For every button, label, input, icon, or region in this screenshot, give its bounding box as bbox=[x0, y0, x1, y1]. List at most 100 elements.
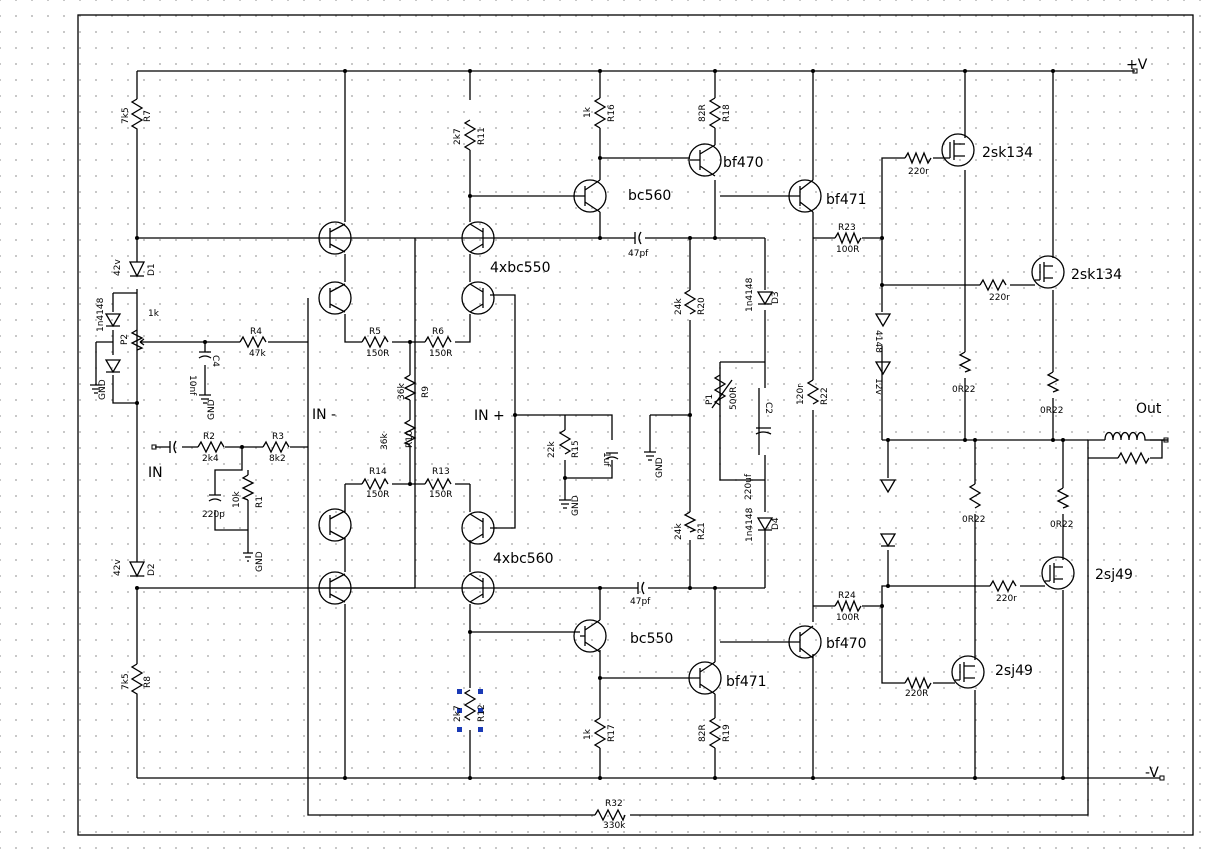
capacitors bbox=[169, 231, 772, 595]
gate-resistor-label: 220r bbox=[996, 594, 1017, 604]
vertical-resistor-labels: 7k5 R7 7k5 R8 2k7 R11 2k7 R12 1k R16 1k … bbox=[121, 104, 830, 742]
pos-rail-label: +V bbox=[1126, 57, 1148, 73]
svg-text:500R: 500R bbox=[729, 387, 739, 410]
svg-text:D3: D3 bbox=[771, 291, 781, 304]
svg-text:1n4148: 1n4148 bbox=[745, 277, 755, 312]
horizontal-resistor-labels: R4 47k R5 150R R6 150R R14 150R R13 150R… bbox=[202, 167, 1073, 831]
svg-text:P2: P2 bbox=[120, 334, 130, 345]
gnd-label: GND bbox=[571, 495, 581, 516]
svg-text:R11: R11 bbox=[477, 127, 487, 145]
sheet-border bbox=[77, 14, 1194, 836]
svg-text:R3: R3 bbox=[272, 432, 284, 442]
svg-text:150R: 150R bbox=[429, 490, 452, 500]
transistor-label: bf471 bbox=[826, 192, 867, 208]
svg-text:R13: R13 bbox=[432, 467, 450, 477]
diodes bbox=[104, 261, 897, 578]
svg-text:100R: 100R bbox=[836, 613, 859, 623]
svg-text:36k: 36k bbox=[397, 383, 407, 400]
svg-text:R18: R18 bbox=[722, 104, 732, 122]
svg-text:220uf: 220uf bbox=[744, 473, 754, 500]
svg-text:R21: R21 bbox=[697, 522, 707, 540]
resistors bbox=[130, 97, 1168, 822]
svg-text:36k: 36k bbox=[380, 433, 390, 450]
svg-text:2k7: 2k7 bbox=[453, 705, 463, 722]
transistor-label: 4xbc550 bbox=[490, 260, 551, 276]
transistor-label: bc560 bbox=[628, 188, 671, 204]
ground-symbols bbox=[90, 384, 656, 509]
neg-rail-label: -V bbox=[1145, 765, 1159, 781]
gnd-label: GND bbox=[255, 551, 265, 572]
svg-text:D2: D2 bbox=[147, 563, 157, 576]
gate-resistor-label: 220R bbox=[905, 689, 928, 699]
svg-text:R15: R15 bbox=[571, 440, 581, 458]
svg-text:1k: 1k bbox=[583, 106, 593, 118]
svg-text:R17: R17 bbox=[607, 724, 617, 742]
source-resistor-label: 0R22 bbox=[1050, 520, 1073, 530]
input-label: IN bbox=[148, 465, 163, 481]
svg-text:R20: R20 bbox=[697, 297, 707, 315]
svg-text:D4: D4 bbox=[771, 517, 781, 530]
in-plus-label: IN + bbox=[474, 408, 505, 424]
svg-text:24k: 24k bbox=[674, 298, 684, 315]
output-label: Out bbox=[1136, 401, 1162, 417]
transistor-label: bf470 bbox=[826, 636, 867, 652]
svg-text:4148: 4148 bbox=[873, 330, 883, 353]
svg-text:47pf: 47pf bbox=[630, 597, 651, 607]
source-resistor-label: 0R22 bbox=[1040, 406, 1063, 416]
svg-text:R7: R7 bbox=[143, 110, 153, 122]
svg-text:R19: R19 bbox=[722, 724, 732, 742]
svg-text:12v: 12v bbox=[873, 378, 883, 395]
svg-text:1k: 1k bbox=[148, 309, 160, 319]
gnd-label: GND bbox=[98, 379, 108, 400]
svg-text:150R: 150R bbox=[429, 349, 452, 359]
svg-text:R23: R23 bbox=[838, 223, 856, 233]
svg-text:220p: 220p bbox=[202, 510, 225, 520]
terminals bbox=[151, 68, 1169, 781]
transistor-label: bc550 bbox=[630, 631, 673, 647]
svg-text:C2: C2 bbox=[763, 402, 773, 414]
svg-text:42v: 42v bbox=[113, 259, 123, 276]
gate-resistor-label: 220r bbox=[908, 167, 929, 177]
svg-text:7k5: 7k5 bbox=[121, 673, 131, 690]
svg-text:7k5: 7k5 bbox=[121, 107, 131, 124]
transistor-label: bf470 bbox=[723, 155, 764, 171]
svg-text:P1: P1 bbox=[705, 394, 715, 405]
source-resistor-label: 0R22 bbox=[952, 385, 975, 395]
gnd-label: GND bbox=[655, 457, 665, 478]
r12-selection-handles[interactable] bbox=[457, 689, 483, 732]
svg-text:120r: 120r bbox=[796, 384, 806, 405]
svg-text:150R: 150R bbox=[366, 349, 389, 359]
junctions bbox=[135, 69, 1065, 780]
source-resistor-label: 0R22 bbox=[962, 515, 985, 525]
svg-text:R32: R32 bbox=[605, 799, 623, 809]
svg-text:R2: R2 bbox=[203, 432, 215, 442]
svg-text:C4: C4 bbox=[210, 355, 220, 367]
svg-text:R1: R1 bbox=[255, 496, 265, 508]
mosfet-label: 2sj49 bbox=[1095, 567, 1133, 583]
svg-text:R9: R9 bbox=[421, 386, 431, 398]
transistors bbox=[318, 143, 822, 695]
transistor-label: 4xbc560 bbox=[493, 551, 554, 567]
svg-text:330k: 330k bbox=[603, 821, 626, 831]
svg-text:1uf: 1uf bbox=[601, 452, 611, 467]
svg-text:8k2: 8k2 bbox=[269, 454, 286, 464]
svg-text:D1: D1 bbox=[147, 263, 157, 276]
svg-text:100R: 100R bbox=[836, 245, 859, 255]
svg-text:47k: 47k bbox=[249, 349, 266, 359]
svg-text:R10: R10 bbox=[405, 430, 415, 448]
svg-text:R14: R14 bbox=[369, 467, 387, 477]
mosfets bbox=[941, 133, 1075, 689]
svg-text:1k: 1k bbox=[583, 728, 593, 740]
svg-text:R16: R16 bbox=[607, 104, 617, 122]
svg-text:R4: R4 bbox=[250, 327, 262, 337]
svg-text:10k: 10k bbox=[232, 491, 242, 508]
gate-resistor-label: 220r bbox=[989, 293, 1010, 303]
svg-text:R8: R8 bbox=[143, 676, 153, 688]
svg-text:R24: R24 bbox=[838, 591, 856, 601]
svg-text:150R: 150R bbox=[366, 490, 389, 500]
svg-text:R5: R5 bbox=[369, 327, 381, 337]
transistor-label: bf471 bbox=[726, 674, 767, 690]
svg-text:47pf: 47pf bbox=[628, 249, 649, 259]
svg-text:42v: 42v bbox=[113, 559, 123, 576]
